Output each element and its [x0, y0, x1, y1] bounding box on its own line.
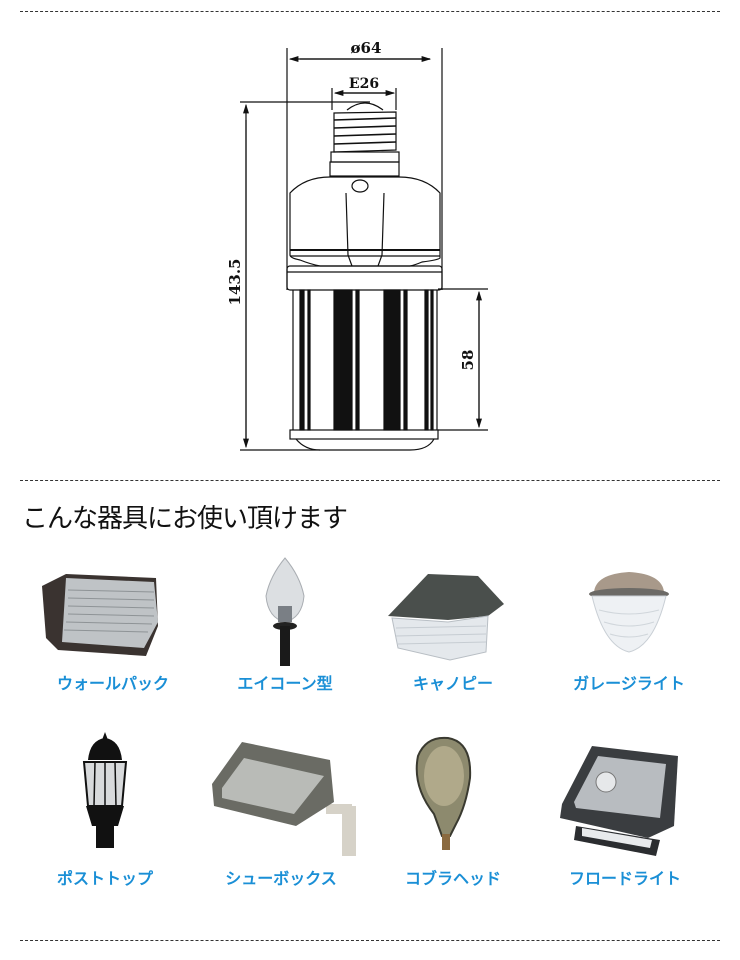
fixture-garage-light: ガレージライト: [544, 556, 714, 694]
fixture-flood-light: フロードライト: [540, 726, 710, 889]
fixture-label: キャノピー: [412, 674, 493, 693]
section-heading: こんな器具にお使い頂けます: [22, 504, 348, 534]
fixture-label: フロードライト: [568, 869, 681, 888]
fixture-label: エイコーン型: [237, 674, 333, 693]
cobra-head-icon: [368, 726, 538, 861]
fixture-label: コブラヘッド: [404, 869, 501, 888]
fixture-canopy: キャノピー: [368, 556, 538, 694]
fixture-acorn: エイコーン型: [200, 556, 370, 694]
base-label: E26: [349, 76, 379, 92]
fixture-label: シューボックス: [225, 869, 337, 888]
middle-divider: [20, 480, 720, 481]
post-top-icon: [20, 726, 190, 861]
fixture-post-top: ポストトップ: [20, 726, 190, 889]
fixture-label: ポストトップ: [56, 869, 153, 888]
fixture-label: ウォールパック: [56, 674, 169, 693]
fixture-label: ガレージライト: [573, 674, 685, 693]
fixture-cobra-head: コブラヘッド: [368, 726, 538, 889]
bulb-dimension-diagram: ø64 E26 143.5 58: [0, 20, 740, 470]
fixture-wall-pack: ウォールパック: [28, 556, 198, 694]
top-divider: [20, 11, 720, 12]
led-height-label: 58: [459, 350, 477, 371]
flood-light-icon: [540, 726, 710, 861]
fixture-shoebox: シューボックス: [196, 726, 366, 889]
garage-light-icon: [544, 556, 714, 666]
acorn-icon: [200, 556, 370, 666]
wall-pack-icon: [28, 556, 198, 666]
diameter-label: ø64: [351, 39, 382, 57]
total-height-label: 143.5: [226, 259, 244, 306]
bottom-divider: [20, 940, 720, 941]
canopy-icon: [368, 556, 538, 666]
shoebox-icon: [196, 726, 366, 861]
